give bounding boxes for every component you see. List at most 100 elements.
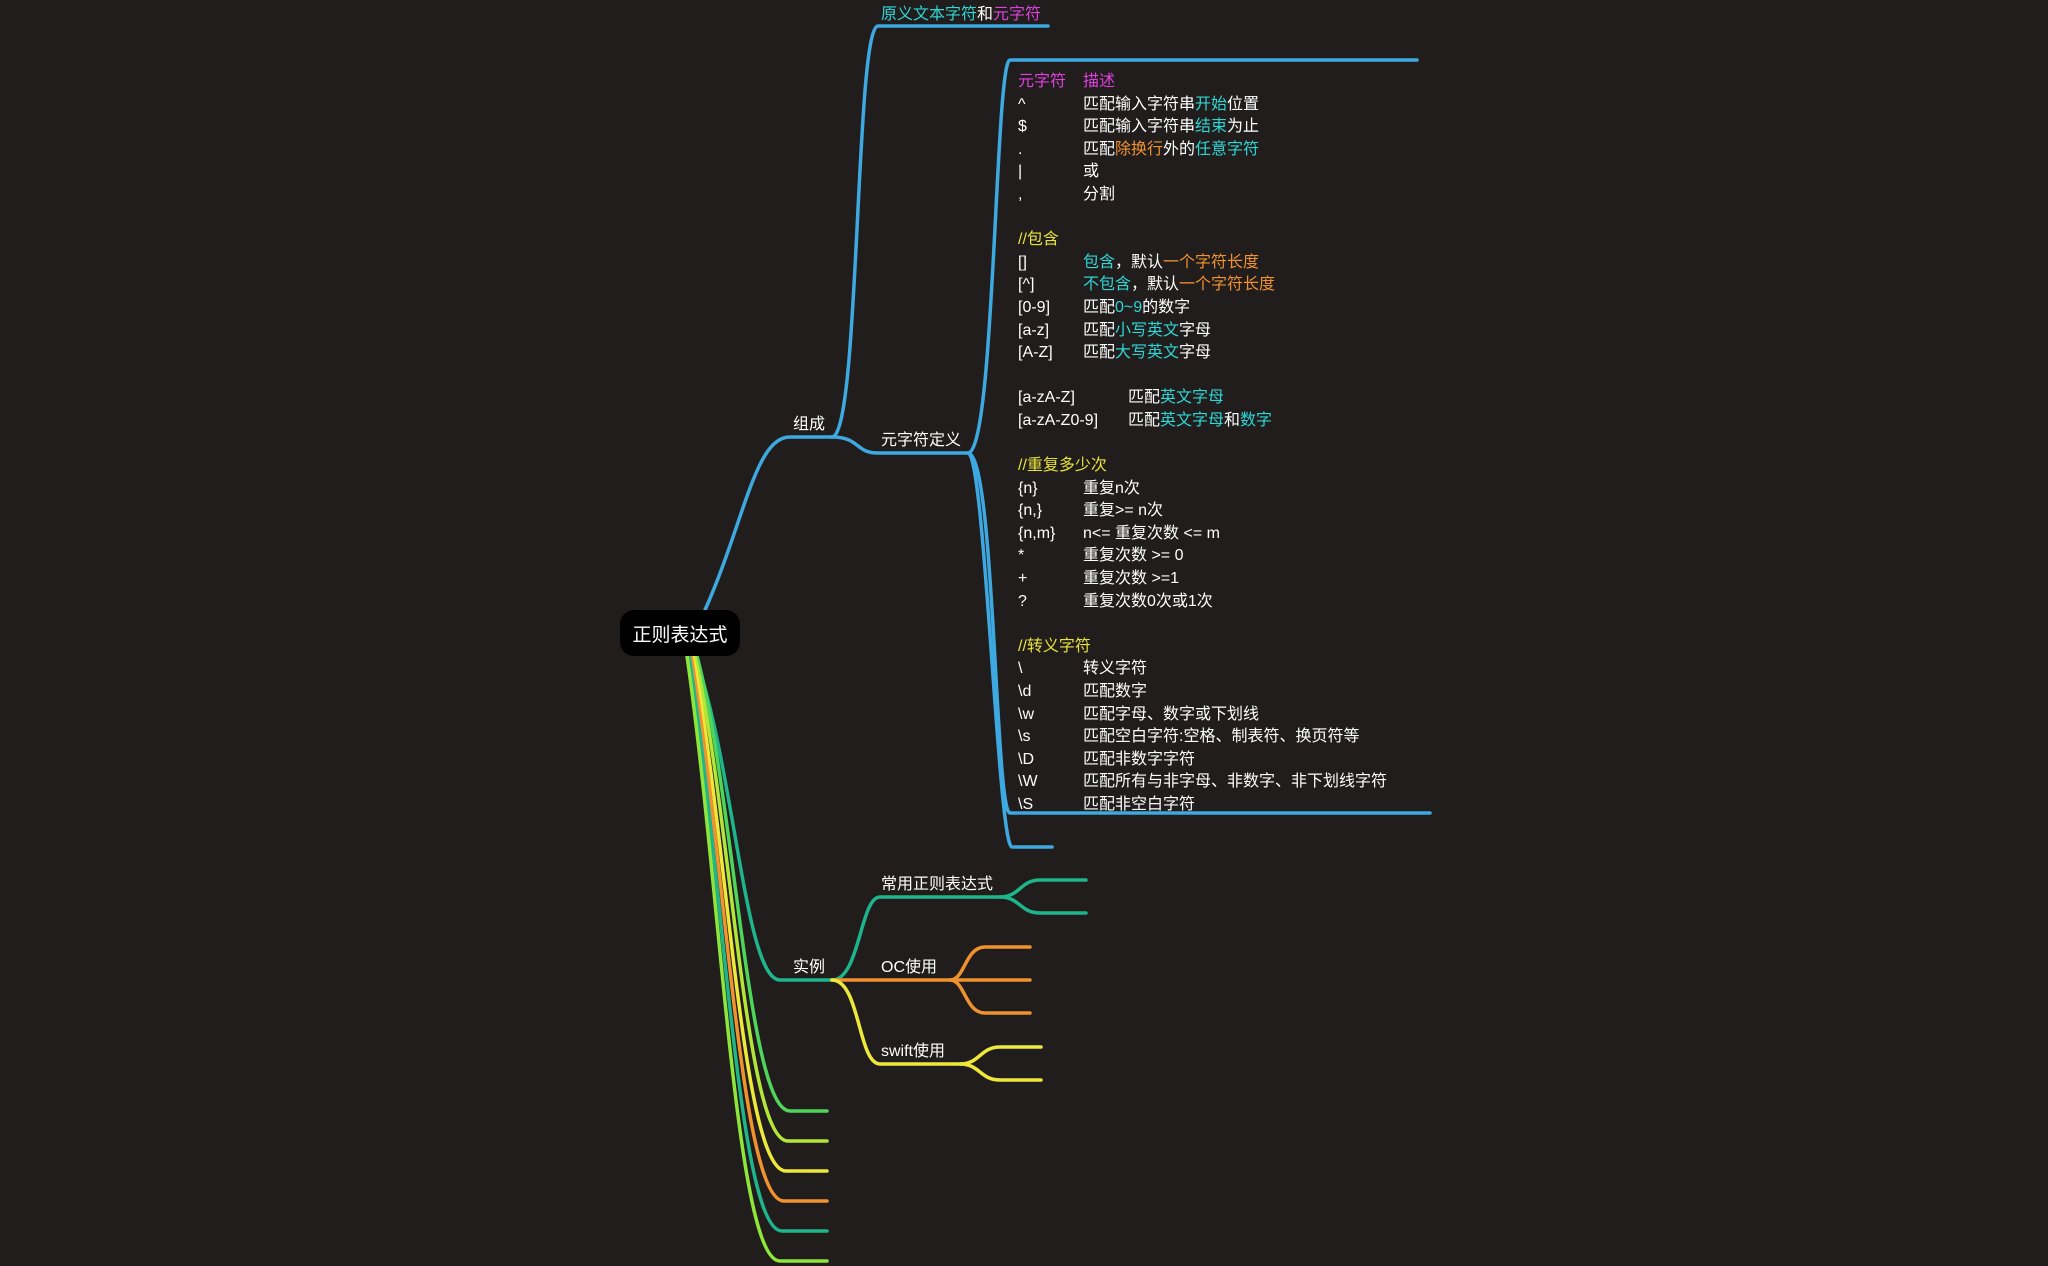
detail-desc: 包含，默认一个字符长度 — [1083, 254, 1259, 271]
text-segment: 任意字符 — [1195, 140, 1260, 158]
text-segment: 除换行 — [1115, 140, 1164, 158]
text-segment: 匹配输入字符串 — [1083, 95, 1196, 113]
node-yuanzifu-def[interactable]: 元字符定义 — [881, 431, 961, 451]
node-yuanyi[interactable]: 原义文本字符和元字符 — [881, 5, 1041, 25]
text-segment: \D — [1018, 750, 1034, 768]
detail-section-heading: //转义字符 — [1018, 636, 1387, 659]
text-segment: 和 — [1224, 411, 1241, 429]
detail-key: [a-zA-Z] — [1018, 387, 1128, 410]
detail-key: \S — [1018, 794, 1083, 817]
detail-row: [^]不包含，默认一个字符长度 — [1018, 274, 1387, 297]
edge-shili-changyong — [830, 895, 1002, 982]
text-segment: 匹配 — [1083, 298, 1116, 316]
detail-desc: 重复n次 — [1083, 480, 1140, 497]
text-segment: {n} — [1018, 479, 1038, 497]
detail-desc: 匹配所有与非字母、非数字、非下划线字符 — [1083, 773, 1387, 790]
detail-row: {n,}重复>= n次 — [1018, 500, 1387, 523]
text-segment: 元字符 — [1018, 73, 1067, 90]
text-segment: ，默认 — [1131, 276, 1180, 294]
detail-desc: 或 — [1083, 163, 1099, 180]
text-segment: 结束 — [1195, 118, 1228, 136]
edge-empty-3 — [691, 654, 829, 1173]
detail-row: {n,m} n<= 重复次数 <= m — [1018, 523, 1387, 546]
detail-row: *重复次数 >= 0 — [1018, 545, 1387, 568]
text-segment: 0~9 — [1115, 298, 1143, 316]
edge-def-bottom — [966, 451, 1432, 815]
detail-row: [a-zA-Z]匹配英文字母 — [1018, 387, 1387, 410]
detail-key: ^ — [1018, 94, 1083, 117]
edge-empty-4 — [689, 654, 829, 1203]
text-segment: {n,m} — [1018, 524, 1056, 542]
detail-desc: 匹配英文字母 — [1128, 389, 1224, 406]
text-segment: [a-z] — [1018, 321, 1050, 339]
detail-blank-line — [1018, 433, 1387, 456]
text-segment: [a-zA-Z0-9] — [1018, 411, 1099, 429]
detail-blank-line — [1018, 207, 1387, 230]
detail-desc: 重复次数0次或1次 — [1083, 593, 1213, 610]
detail-key: * — [1018, 545, 1083, 568]
detail-key: [0-9] — [1018, 297, 1083, 320]
text-segment: ，默认 — [1115, 253, 1164, 271]
detail-key: \d — [1018, 681, 1083, 704]
detail-key: [a-zA-Z0-9] — [1018, 410, 1128, 433]
text-segment: 一个字符长度 — [1179, 276, 1276, 294]
detail-desc: 分割 — [1083, 186, 1115, 203]
detail-desc: 匹配空白字符:空格、制表符、换页符等 — [1083, 728, 1359, 745]
text-segment: 匹配非数字字符 — [1083, 750, 1196, 768]
node-yuanzifu-def-label: 元字符定义 — [881, 432, 962, 449]
text-segment: \w — [1018, 705, 1034, 723]
text-segment: //重复多少次 — [1018, 457, 1107, 475]
root-label: 正则表达式 — [632, 624, 728, 646]
detail-desc: 匹配数字 — [1083, 683, 1147, 700]
text-segment: 匹配所有与非字母、非数字、非下划线字符 — [1083, 773, 1388, 791]
edge-empty-6 — [685, 654, 829, 1263]
detail-desc: 匹配非空白字符 — [1083, 796, 1195, 813]
detail-row: [a-zA-Z0-9] 匹配英文字母和数字 — [1018, 410, 1387, 433]
text-segment: 匹配字母、数字或下划线 — [1083, 705, 1260, 723]
detail-desc: 匹配大写英文字母 — [1083, 344, 1211, 361]
detail-desc: 匹配英文字母和数字 — [1128, 412, 1272, 429]
node-zucheng[interactable]: 组成 — [793, 415, 825, 435]
detail-key: ? — [1018, 591, 1083, 614]
edge-def-top — [966, 58, 1419, 455]
detail-row: +重复次数 >=1 — [1018, 568, 1387, 591]
node-swift[interactable]: swift使用 — [881, 1042, 945, 1062]
detail-key: {n,} — [1018, 500, 1083, 523]
text-segment: 小写英文 — [1115, 321, 1180, 339]
metachar-detail-note[interactable]: 元字符描述^匹配输入字符串开始位置$匹配输入字符串结束为止.匹配除换行外的任意字… — [1018, 71, 1387, 817]
detail-row: \w 匹配字母、数字或下划线 — [1018, 704, 1387, 727]
detail-key: [^] — [1018, 274, 1083, 297]
text-segment: 匹配 — [1128, 389, 1161, 407]
node-oc-label: OC使用 — [881, 959, 938, 976]
text-segment: 匹配 — [1083, 321, 1116, 339]
text-segment: 描述 — [1083, 73, 1116, 90]
text-segment: 分割 — [1083, 185, 1116, 203]
detail-key: [] — [1018, 252, 1083, 275]
text-segment: ^ — [1018, 95, 1026, 113]
edge-zucheng-yuanyi — [830, 24, 1050, 439]
text-segment: 匹配 — [1083, 140, 1116, 158]
edge-zucheng-def — [830, 435, 970, 455]
detail-key: \D — [1018, 749, 1083, 772]
text-segment: 或 — [1083, 163, 1100, 181]
text-segment: [] — [1018, 253, 1027, 271]
detail-row: \转义字符 — [1018, 658, 1387, 681]
text-segment: 不包含 — [1083, 276, 1132, 294]
detail-key: \w — [1018, 704, 1083, 727]
text-segment: 外的 — [1163, 140, 1196, 158]
detail-desc: n<= 重复次数 <= m — [1083, 525, 1220, 542]
root-node[interactable]: 正则表达式 — [620, 610, 740, 656]
detail-section-heading: //重复多少次 — [1018, 455, 1387, 478]
detail-key: $ — [1018, 116, 1083, 139]
text-segment: 匹配 — [1128, 411, 1161, 429]
node-shili[interactable]: 实例 — [793, 958, 825, 978]
detail-row: $匹配输入字符串结束为止 — [1018, 116, 1387, 139]
node-oc[interactable]: OC使用 — [881, 958, 937, 978]
text-segment: * — [1018, 547, 1025, 565]
text-segment: 元字符 — [993, 6, 1042, 23]
node-changyong[interactable]: 常用正则表达式 — [881, 875, 993, 895]
text-segment: {n,} — [1018, 502, 1043, 520]
